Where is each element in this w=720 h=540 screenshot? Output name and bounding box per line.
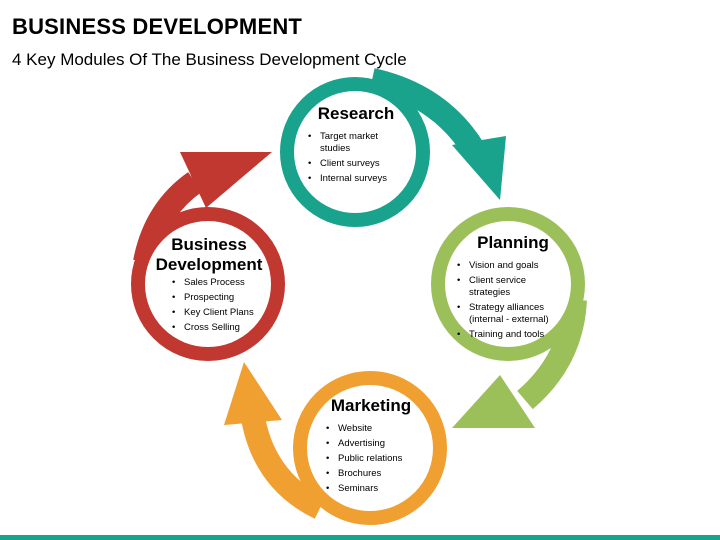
business-development-list: Sales Process Prospecting Key Client Pla…: [150, 277, 268, 334]
list-item: Public relations: [326, 453, 416, 465]
list-item: Website: [326, 423, 416, 435]
list-item: Training and tools: [457, 329, 569, 341]
list-item: Vision and goals: [457, 260, 569, 272]
list-item: Key Client Plans: [172, 307, 268, 319]
marketing-title: Marketing: [330, 396, 412, 415]
research-arrow: [369, 68, 506, 200]
list-item: Strategy alliances (internal - external): [457, 302, 569, 326]
list-item: Prospecting: [172, 292, 268, 304]
marketing-arrow: [224, 362, 326, 519]
marketing-module: Marketing Website Advertising Public rel…: [326, 396, 416, 498]
list-item: Sales Process: [172, 277, 268, 289]
business-development-module: Business Development Sales Process Prosp…: [150, 235, 268, 337]
research-title: Research: [317, 104, 395, 123]
page-subtitle: 4 Key Modules Of The Business Developmen…: [12, 50, 407, 69]
business-development-title: Business Development: [155, 235, 263, 274]
research-module: Research Target market studies Client su…: [308, 104, 404, 188]
list-item: Brochures: [326, 468, 416, 480]
marketing-list: Website Advertising Public relations Bro…: [326, 423, 416, 495]
planning-module: Planning Vision and goals Client service…: [457, 233, 569, 344]
bottom-accent-bar: [0, 535, 720, 540]
page-title: BUSINESS DEVELOPMENT: [12, 14, 303, 39]
research-list: Target market studies Client surveys Int…: [308, 131, 404, 185]
list-item: Client service strategies: [457, 275, 569, 299]
list-item: Target market studies: [308, 131, 404, 155]
list-item: Seminars: [326, 483, 416, 495]
planning-list: Vision and goals Client service strategi…: [457, 260, 569, 341]
list-item: Advertising: [326, 438, 416, 450]
planning-title: Planning: [477, 233, 549, 252]
list-item: Internal surveys: [308, 173, 404, 185]
list-item: Cross Selling: [172, 322, 268, 334]
list-item: Client surveys: [308, 158, 404, 170]
